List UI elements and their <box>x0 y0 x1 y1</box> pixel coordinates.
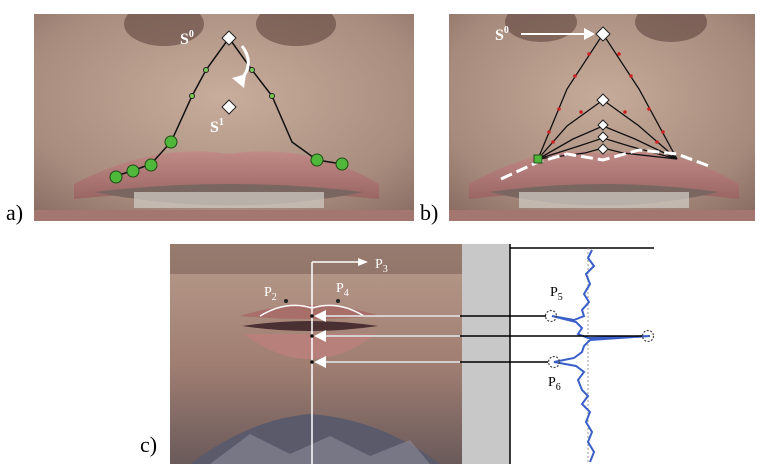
panel-b-s0-label: S <box>495 27 504 44</box>
svg-text:S0: S0 <box>180 29 194 48</box>
panel-a-image: S0 S1 <box>34 14 414 221</box>
panel-c-p6-sub: 6 <box>556 382 561 393</box>
panel-a-s1-label: S <box>210 119 219 136</box>
panel-c-label: c) <box>140 432 158 457</box>
svg-text:P4: P4 <box>336 281 349 299</box>
panel-c-p4-label: P <box>336 281 344 296</box>
panel-a: S0 S1 <box>34 14 414 221</box>
svg-text:P3: P3 <box>375 257 388 275</box>
panel-a-s0-sup: 0 <box>189 29 194 40</box>
panel-c-image: P2 P3 P4 P5 P6 <box>170 244 654 464</box>
panel-b-label: b) <box>420 200 439 225</box>
panel-c-p6-label: P <box>548 375 556 390</box>
svg-text:S0: S0 <box>495 25 509 44</box>
svg-text:P2: P2 <box>264 285 277 303</box>
panel-a-label: a) <box>6 200 24 225</box>
panel-b: S0 <box>449 14 755 221</box>
panel-c-p5-sub: 5 <box>558 292 563 303</box>
svg-text:P6: P6 <box>548 375 561 393</box>
panel-c-p3-label: P <box>375 257 383 272</box>
panel-b-image: S0 <box>449 14 755 221</box>
panel-c-p3-sub: 3 <box>383 264 388 275</box>
panel-a-s1-sup: 1 <box>219 117 224 128</box>
panel-c-p2-label: P <box>264 285 272 300</box>
svg-text:S1: S1 <box>210 117 224 136</box>
svg-text:P5: P5 <box>550 285 563 303</box>
panel-c-p4-sub: 4 <box>344 288 349 299</box>
panel-c-p5-label: P <box>550 285 558 300</box>
panel-b-s0-sup: 0 <box>504 25 509 36</box>
panel-a-s0-label: S <box>180 31 189 48</box>
panel-c: P2 P3 P4 P5 P6 <box>170 244 654 464</box>
panel-c-p2-sub: 2 <box>272 292 277 303</box>
